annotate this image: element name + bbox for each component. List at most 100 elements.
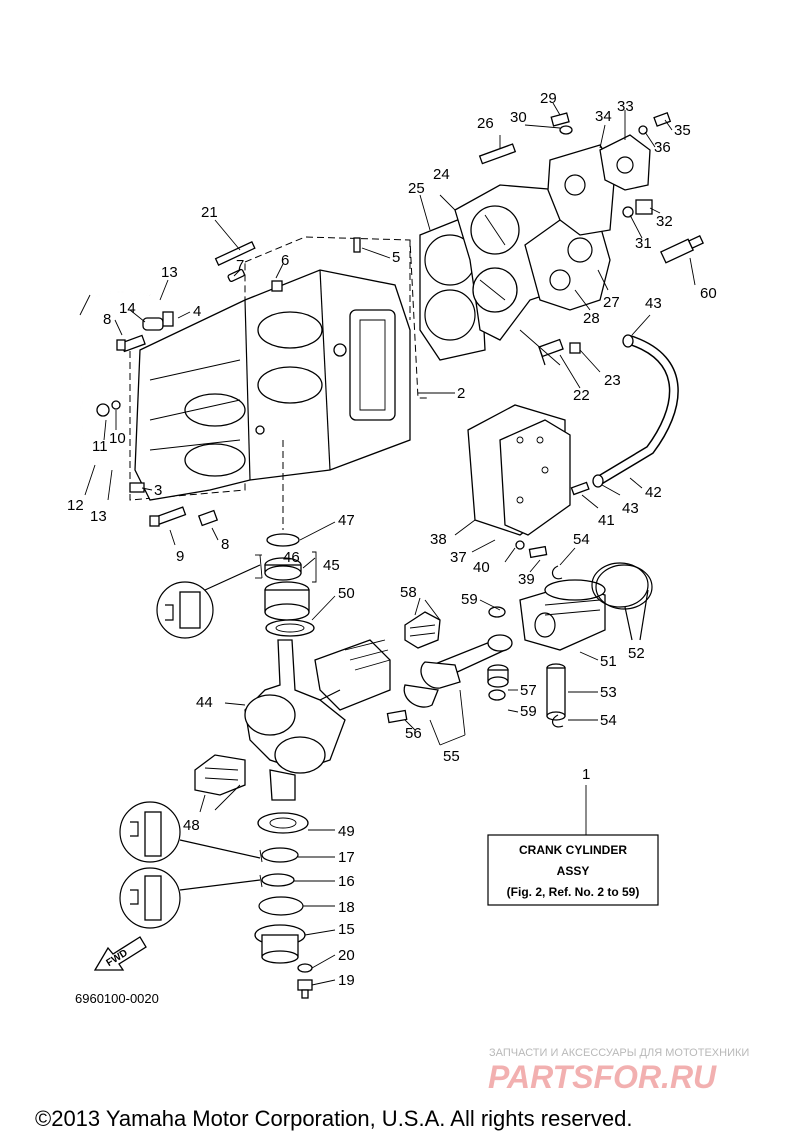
info-box-line2: ASSY [557,864,590,878]
callout-44: 44 [196,694,213,711]
diagram-code: 6960100-0020 [75,991,159,1006]
leader-lines [79,102,696,986]
clamp-14 [142,317,164,331]
watermark-subtitle: ЗАПЧАСТИ И АКСЕССУАРЫ ДЛЯ МОТОТЕХНИКИ [489,1047,749,1059]
clip-43-top [622,334,634,348]
bolt-56 [386,709,408,724]
callout-3: 3 [154,482,162,499]
fitting-41 [570,481,590,496]
callout-37: 37 [450,549,467,566]
cover-33 [599,134,651,191]
bearing-housing-45 [264,581,310,621]
stud-21 [214,240,256,266]
callout-26: 26 [477,115,494,132]
callout-35: 35 [674,122,691,139]
callout-numbers: 5 2 4 6 7 21 13 14 8 10 11 12 13 3 9 8 4… [67,90,717,989]
callout-38: 38 [430,531,447,548]
bolt-19 [297,979,313,991]
cylinder-head-assembly [419,112,704,366]
rings-52 [591,562,653,641]
callout-8-lower: 8 [221,536,229,553]
callout-11: 11 [92,438,108,455]
callout-9: 9 [176,548,184,565]
dowel-5 [353,237,361,253]
callout-51: 51 [600,653,617,670]
bolt-9 [149,506,187,527]
washer-40 [515,540,525,550]
callout-40: 40 [473,559,490,576]
callout-54-lower: 54 [600,712,617,729]
bolt-26 [478,143,517,165]
callout-17: 17 [338,849,355,866]
callout-29: 29 [540,90,557,107]
callout-48: 48 [183,817,200,834]
callout-57: 57 [520,682,537,699]
callout-6: 6 [281,252,289,269]
screw-6 [271,280,283,292]
bolt-8-lower [197,509,219,527]
exhaust-cover-assembly [467,334,679,559]
callout-28: 28 [583,310,600,327]
callout-58: 58 [400,584,417,601]
callout-54-upper: 54 [573,531,590,548]
washer-31 [622,206,634,218]
info-box-line3: (Fig. 2, Ref. No. 2 to 59) [507,885,640,899]
bolt-3 [129,482,145,493]
detail-circle-upper [156,564,261,639]
seal-46 [264,557,302,581]
callout-47: 47 [338,512,355,529]
callout-49: 49 [338,823,355,840]
callout-59-lower: 59 [520,703,537,720]
callout-13-lower: 13 [90,508,107,525]
callout-45: 45 [323,557,340,574]
callout-16: 16 [338,873,355,890]
callout-30: 30 [510,109,527,126]
o-ring-47 [266,533,300,547]
info-box-line1: CRANK CYLINDER [519,843,627,857]
nut-11 [96,403,110,417]
clip-43-bottom [592,474,604,488]
callout-24: 24 [433,166,450,183]
callout-43-lower: 43 [622,500,639,517]
piston-rod-assembly [386,562,653,728]
piston-pin-53 [546,663,566,721]
washer-20 [297,963,313,973]
bolt-8-upper [116,334,146,353]
piston-upper [314,639,391,711]
callout-1: 1 [582,766,590,783]
watermark: ЗАПЧАСТИ И АКСЕССУАРЫ ДЛЯ МОТОТЕХНИКИ PA… [488,1047,749,1095]
callout-27: 27 [603,294,620,311]
callout-36: 36 [654,139,671,156]
callout-41: 41 [598,512,615,529]
detail-circle-lower [119,867,261,929]
bearing-48 [194,754,246,796]
seal-16 [261,873,295,887]
pin-7 [227,268,245,282]
callout-10: 10 [109,430,126,447]
fwd-arrow: FWD [93,936,147,971]
callout-60: 60 [700,285,717,302]
callout-5: 5 [392,249,400,266]
connecting-rod-55 [403,634,513,708]
callout-53: 53 [600,684,617,701]
callout-20: 20 [338,947,355,964]
callout-8-upper: 8 [103,311,111,328]
bearing-50 [265,619,315,637]
bolt-23 [569,342,581,354]
callout-39: 39 [518,571,535,588]
seal-17 [261,847,299,863]
thermo-sensor-60 [660,234,704,264]
washer-10 [111,400,121,410]
callout-55: 55 [443,748,460,765]
callout-59-upper: 59 [461,591,478,608]
callout-43-upper: 43 [645,295,662,312]
callout-56: 56 [405,725,422,742]
callout-34: 34 [595,108,612,125]
callout-12: 12 [67,497,84,514]
crankcase-assembly [78,236,430,527]
housing-15 [254,924,306,964]
callout-46: 46 [283,549,300,566]
clip-54-top [551,565,563,580]
callout-21: 21 [201,204,218,221]
